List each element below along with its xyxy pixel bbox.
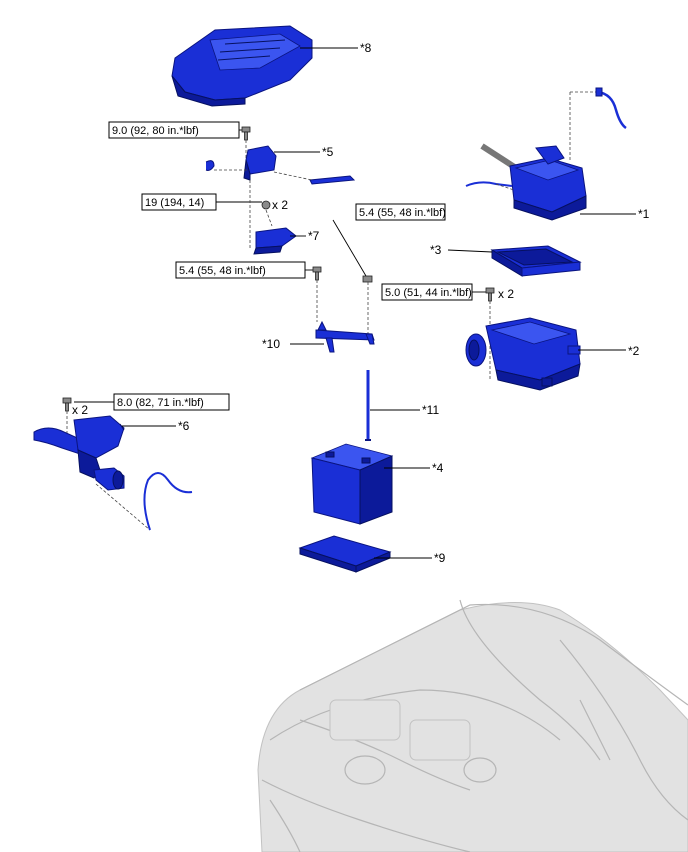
torque-value-5-4-b: 5.4 (55, 48 in.*lbf): [359, 207, 446, 219]
torque-value-5-0: 5.0 (51, 44 in.*lbf): [385, 287, 472, 299]
torque-label-19: 19 (194, 14): [141, 193, 217, 211]
bolt-2: [485, 287, 495, 302]
torque-value-5-4-a: 5.4 (55, 48 in.*lbf): [179, 265, 266, 277]
bolt-5: [241, 126, 251, 141]
vehicle-engine-bay-illustration: [257, 599, 688, 852]
multiplier-x2-c: x 2: [498, 287, 514, 301]
callout-3: *3: [430, 243, 442, 257]
battery-rod-part-11: [365, 370, 371, 441]
multiplier-x2-b: x 2: [72, 403, 88, 417]
callout-1: *1: [638, 207, 650, 221]
hose-6: [143, 472, 193, 531]
callout-7: *7: [308, 229, 320, 243]
torque-value-8-0: 8.0 (82, 71 in.*lbf): [117, 397, 204, 409]
callout-5: *5: [322, 145, 334, 159]
bolt-10: [312, 266, 322, 281]
air-cleaner-cap-part-1: [480, 143, 587, 221]
vacuum-hose-1: [597, 90, 627, 130]
callout-6: *6: [178, 419, 190, 433]
nut-11: [362, 275, 373, 283]
torque-label-5-4-b: 5.4 (55, 48 in.*lbf): [355, 203, 446, 221]
bolt-6: [62, 397, 72, 412]
bolt-7: [261, 200, 271, 210]
torque-value-19: 19 (194, 14): [145, 197, 204, 209]
engine-cover-part: [171, 25, 313, 107]
torque-label-8-0: 8.0 (82, 71 in.*lbf): [113, 393, 230, 411]
bracket-part-7: [253, 227, 297, 255]
callout-2: *2: [628, 344, 640, 358]
callout-8: *8: [360, 41, 372, 55]
torque-value-9-0: 9.0 (92, 80 in.*lbf): [112, 125, 199, 137]
air-filter-element-part-3: [490, 245, 582, 277]
callout-10: *10: [262, 337, 280, 351]
callout-4: *4: [432, 461, 444, 475]
torque-label-9-0: 9.0 (92, 80 in.*lbf): [108, 121, 240, 139]
callout-11: *11: [422, 403, 439, 417]
battery-part-4: [310, 443, 394, 525]
air-cleaner-case-part-2: [465, 317, 581, 391]
air-inlet-part-6: [33, 415, 125, 491]
multiplier-x2-a: x 2: [272, 198, 288, 212]
torque-label-5-0: 5.0 (51, 44 in.*lbf): [381, 283, 473, 301]
sensor-wire-1: [465, 181, 513, 187]
callout-9: *9: [434, 551, 446, 565]
torque-label-5-4-a: 5.4 (55, 48 in.*lbf): [175, 261, 306, 279]
battery-clamp-part-10: [315, 320, 375, 353]
battery-tray-part-9: [298, 535, 392, 573]
leader-c3: [447, 249, 493, 253]
